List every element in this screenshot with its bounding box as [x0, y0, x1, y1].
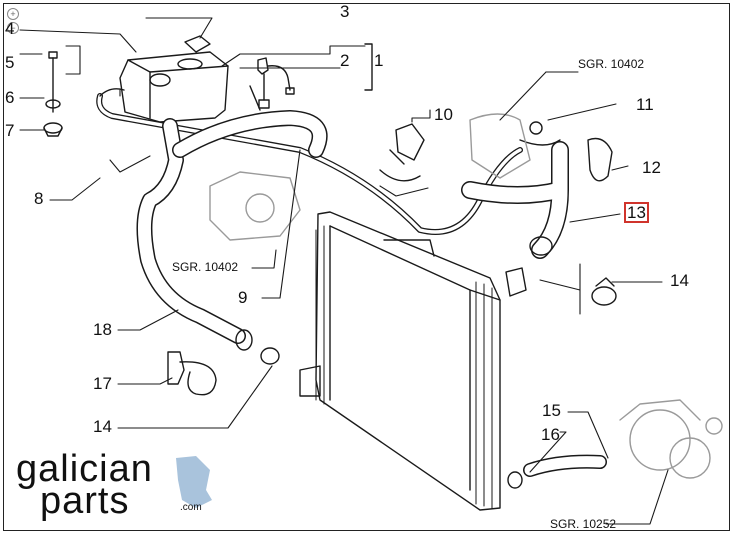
callout-7[interactable]: 7	[5, 121, 15, 140]
callout-12[interactable]: 12	[642, 158, 661, 177]
callout-17[interactable]: 17	[93, 374, 112, 393]
reference-sgr-top[interactable]: SGR. 10402	[578, 57, 645, 71]
expansion-tank	[119, 35, 229, 123]
callout-13[interactable]: 13	[624, 202, 649, 223]
callout-4[interactable]: 4	[5, 19, 15, 38]
diagram-frame	[3, 3, 730, 531]
callout-1[interactable]: 1	[374, 51, 384, 70]
reference-sgr-mid[interactable]: SGR. 10402	[172, 260, 239, 274]
logo-domain: .com	[180, 502, 202, 513]
callout-9[interactable]: 9	[238, 288, 248, 307]
callout-14-right[interactable]: 14	[670, 271, 689, 290]
callout-5[interactable]: 5	[5, 53, 15, 72]
zoom-in-icon[interactable]: +	[7, 8, 19, 20]
bracket-1	[364, 43, 373, 91]
leader-lines	[19, 17, 669, 525]
callout-18[interactable]: 18	[93, 320, 112, 339]
callout-16[interactable]: 16	[541, 425, 560, 444]
radiator	[299, 211, 527, 511]
logo-text-line2: parts	[40, 480, 130, 522]
zoom-controls[interactable]: + −	[7, 8, 19, 36]
callout-14-left[interactable]: 14	[93, 417, 112, 436]
callout-6[interactable]: 6	[5, 88, 15, 107]
callout-11[interactable]: 11	[636, 95, 654, 114]
zoom-out-icon[interactable]: −	[7, 22, 19, 34]
turbocharger	[619, 399, 723, 479]
callout-8[interactable]: 8	[34, 189, 44, 208]
callout-10[interactable]: 10	[434, 105, 453, 124]
callout-15[interactable]: 15	[542, 401, 561, 420]
bolt-assembly	[43, 51, 63, 137]
logo-text-line1: galician	[16, 448, 153, 490]
callout-3[interactable]: 3	[340, 2, 350, 21]
reference-sgr-bottom[interactable]: SGR. 10252	[550, 517, 617, 531]
callout-2[interactable]: 2	[340, 51, 350, 70]
